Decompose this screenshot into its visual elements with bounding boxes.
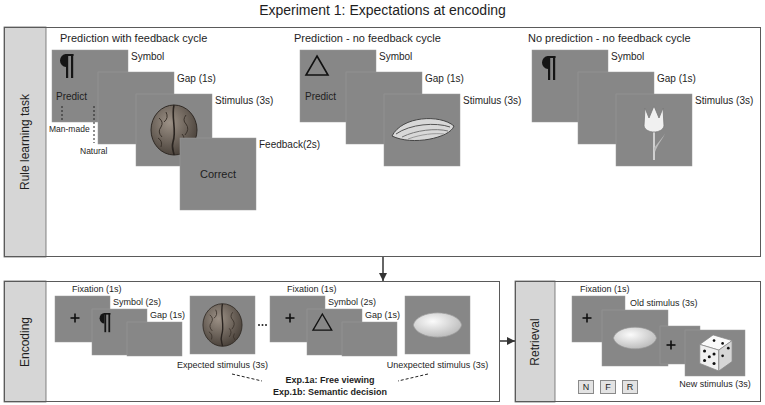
screen-label: Unexpected stimulus (3s) <box>387 361 489 370</box>
phase-panel: Encoding <box>4 281 500 402</box>
panel-title: Rule learning task <box>19 94 31 190</box>
screen-label: Old stimulus (3s) <box>630 299 698 308</box>
response-key: N <box>578 380 594 394</box>
dice-image <box>700 335 732 371</box>
response-key: F <box>600 380 616 394</box>
ellipsis-dot <box>265 324 267 326</box>
symbol-frame: SymbolPredict <box>300 50 376 122</box>
screen-frame <box>616 94 692 166</box>
flow-arrow <box>500 340 515 342</box>
screen-label: Gap (1s) <box>425 74 464 84</box>
lemon-image <box>413 313 462 337</box>
key-letter: N <box>583 383 590 392</box>
screen-label: Symbol (2s) <box>328 298 376 307</box>
screen-frame <box>685 330 745 376</box>
section-heading: Prediction - no feedback cycle <box>294 33 441 44</box>
screen-label: Stimulus (3s) <box>463 96 521 106</box>
lemon-image <box>613 327 656 349</box>
panel-title: Retrieval <box>529 318 541 365</box>
prompt-text: Predict <box>305 92 336 102</box>
screen-frame <box>180 138 256 210</box>
section-heading: Prediction with feedback cycle <box>60 33 207 44</box>
pilcrow-symbol <box>100 313 111 332</box>
screen-frame <box>190 296 255 354</box>
panel-strip <box>515 281 555 402</box>
flower-image <box>644 106 666 160</box>
screen-frame <box>127 322 182 356</box>
pilcrow-symbol <box>542 56 556 80</box>
screen-label: Symbol <box>611 52 644 62</box>
shell-image <box>392 119 454 141</box>
leader-line <box>62 106 63 122</box>
screen-label: Stimulus (3s) <box>695 96 753 106</box>
task-panel: SymbolPredictFeedback(2s)CorrectSymbolPr… <box>4 27 761 257</box>
screen-label: Fixation (1s) <box>580 285 630 294</box>
frame-label: Feedback(2s) <box>259 140 320 150</box>
figure-title: Experiment 1: Expectations at encoding <box>0 3 765 17</box>
triangle-symbol <box>306 56 328 75</box>
leader-line <box>232 374 262 381</box>
screen-label: Symbol (2s) <box>113 298 161 307</box>
screen-label: Gap (1s) <box>365 311 400 320</box>
feedback-text: Correct <box>200 169 236 180</box>
feedback-frame: Feedback(2s)Correct <box>180 138 256 210</box>
walnut-image <box>203 304 242 347</box>
triangle-symbol <box>313 314 332 330</box>
screen-label: Gap (1s) <box>657 74 696 84</box>
screen-frame <box>602 310 668 366</box>
screen-label: Expected stimulus (3s) <box>177 361 268 370</box>
leader-line <box>94 106 95 143</box>
pilcrow-symbol <box>60 54 74 78</box>
screen-label: Fixation (1s) <box>72 285 122 294</box>
screen-label: Stimulus (3s) <box>215 96 273 106</box>
prompt-text: Predict <box>56 92 87 102</box>
screen-frame <box>384 94 460 166</box>
screen-frame <box>342 322 397 356</box>
leader-line <box>398 374 428 381</box>
screen-label: Gap (1s) <box>150 311 185 320</box>
condition-note: Exp.1b: Semantic decision <box>273 388 387 397</box>
screen-label: Gap (1s) <box>177 74 216 84</box>
condition-note: Exp.1a: Free viewing <box>285 376 374 385</box>
fixation-cross <box>583 314 592 323</box>
callout-text: Man-made <box>49 125 90 134</box>
response-key: R <box>622 380 638 394</box>
section-heading: No prediction - no feedback cycle <box>528 33 691 44</box>
screen-label: Fixation (1s) <box>287 285 337 294</box>
flow-arrow <box>382 257 384 281</box>
key-letter: R <box>627 383 634 392</box>
key-letter: F <box>605 383 611 392</box>
panel-strip <box>4 281 46 402</box>
callout-text: Natural <box>80 147 107 156</box>
symbol-frame: SymbolPredict <box>52 50 128 122</box>
fixation-cross <box>667 341 676 350</box>
fixation-cross <box>71 314 80 323</box>
screen-frame <box>405 296 470 354</box>
frame-label: Symbol <box>379 52 412 62</box>
fixation-cross <box>286 314 295 323</box>
screen-label: New stimulus (3s) <box>679 380 751 389</box>
panel-strip <box>4 27 46 257</box>
ellipsis-dot <box>262 324 264 326</box>
frame-label: Symbol <box>131 52 164 62</box>
panel-title: Encoding <box>19 316 31 366</box>
ellipsis-dot <box>258 324 260 326</box>
